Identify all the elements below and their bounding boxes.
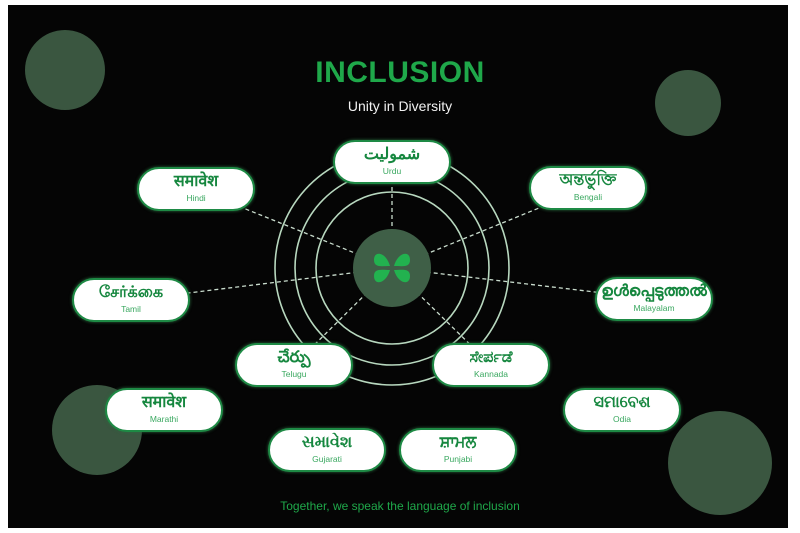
inclusion-word: অন্তর্ভুক্তি: [559, 172, 617, 189]
decorative-circle: [25, 30, 105, 110]
inclusion-word: ഉൾപ്പെടുത്തൽ: [601, 283, 707, 300]
language-pill-malayalam: ഉൾപ്പെടുത്തൽ Malayalam: [595, 277, 713, 321]
language-pill-gujarati: સમાવેશ Gujarati: [268, 428, 386, 472]
language-pill-odia: ସମାବେଶ Odia: [563, 388, 681, 432]
language-name: Bengali: [573, 192, 603, 202]
language-name: Tamil: [121, 304, 141, 314]
language-name: Gujarati: [312, 454, 342, 464]
inclusion-word: చేర్పు: [277, 349, 311, 366]
inner-ring: [315, 191, 469, 345]
inclusion-word: ସମାବେଶ: [593, 394, 651, 411]
language-name: Hindi: [186, 193, 206, 203]
inclusion-word: ಸೇರ್ಪಡೆ: [469, 349, 513, 366]
language-name: Marathi: [149, 414, 179, 424]
language-pill-telugu: చేర్పు Telugu: [235, 343, 353, 387]
language-name: Telugu: [281, 369, 307, 379]
inclusion-word: ਸ਼ਾਮਲ: [439, 434, 477, 451]
language-pill-bengali: অন্তর্ভুক্তি Bengali: [529, 166, 647, 210]
language-name: Malayalam: [633, 303, 675, 313]
inclusion-word: समावेश: [141, 394, 187, 411]
language-pill-tamil: சேர்க்கை Tamil: [72, 278, 190, 322]
inclusion-word: சேர்க்கை: [98, 284, 164, 301]
clover-logo-icon: [374, 253, 410, 283]
hub-circle: [353, 229, 431, 307]
language-pill-marathi: समावेश Marathi: [105, 388, 223, 432]
language-pill-hindi: समावेश Hindi: [137, 167, 255, 211]
page-title: INCLUSION: [315, 56, 485, 89]
inclusion-word: समावेश: [173, 173, 219, 190]
footer-tagline: Together, we speak the language of inclu…: [280, 499, 520, 513]
language-name: Odia: [613, 414, 631, 424]
language-pill-urdu: شمولیت Urdu: [333, 140, 451, 184]
decorative-circle: [655, 70, 721, 136]
language-name: Urdu: [382, 166, 402, 176]
language-name: Kannada: [473, 369, 509, 379]
language-pill-punjabi: ਸ਼ਾਮਲ Punjabi: [399, 428, 517, 472]
decorative-circle: [668, 411, 772, 515]
inclusion-word: સમાવેશ: [301, 434, 353, 451]
language-pill-kannada: ಸೇರ್ಪಡೆ Kannada: [432, 343, 550, 387]
inclusion-word: شمولیت: [363, 146, 421, 163]
language-name: Punjabi: [443, 454, 473, 464]
page-subtitle: Unity in Diversity: [347, 98, 453, 114]
